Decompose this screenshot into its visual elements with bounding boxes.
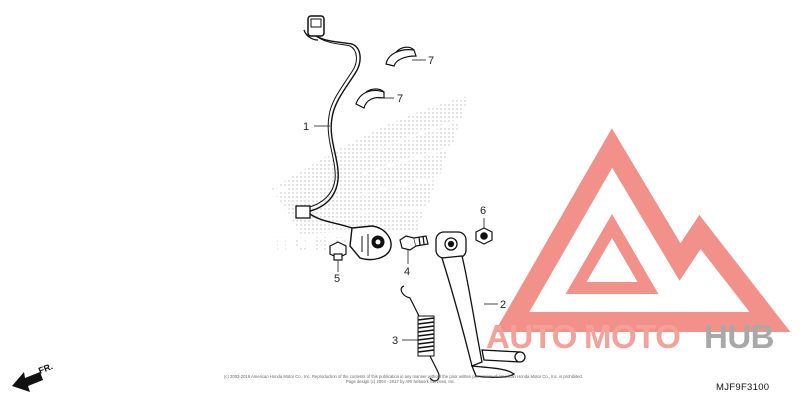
part-2-side-stand [435, 231, 526, 378]
copyright-line-2: Page design (c) 2004 - 2017 by ARI Netwo… [346, 379, 455, 384]
callout-4: 4 [404, 266, 410, 278]
part-7-clip-lower [355, 88, 385, 109]
part-1-side-stand-switch [295, 15, 392, 261]
honda-wing-watermark: HONDA [270, 96, 468, 254]
callout-7-upper: 7 [428, 55, 434, 67]
callout-6: 6 [480, 205, 486, 217]
part-6-nut [475, 227, 493, 245]
logo-text-hub: HUB [704, 318, 774, 355]
callout-2: 2 [500, 299, 506, 311]
callout-7-lower: 7 [397, 93, 403, 105]
callout-1: 1 [303, 121, 309, 133]
part-4-pivot-bolt [399, 235, 429, 251]
direction-label: FR. [37, 361, 54, 376]
front-direction-arrow: FR. [12, 361, 54, 392]
logo-text-moto: MOTO [584, 318, 680, 355]
part-5-bolt [329, 241, 347, 261]
logo-text-auto: AUTO [486, 318, 577, 355]
automotohub-logo: AUTO MOTO HUB [486, 128, 791, 355]
copyright-line-1: (c) 2003-2019 American Honda Motor Co., … [224, 374, 583, 379]
callouts: 1 2 3 4 5 6 7 7 [303, 55, 506, 347]
diagram-part-code: MJF9F3100 [716, 382, 769, 393]
leader-lines [314, 59, 498, 341]
callout-3: 3 [392, 335, 398, 347]
part-7-clip-upper [385, 46, 417, 67]
part-3-spring [400, 285, 440, 382]
callout-5: 5 [334, 273, 340, 285]
